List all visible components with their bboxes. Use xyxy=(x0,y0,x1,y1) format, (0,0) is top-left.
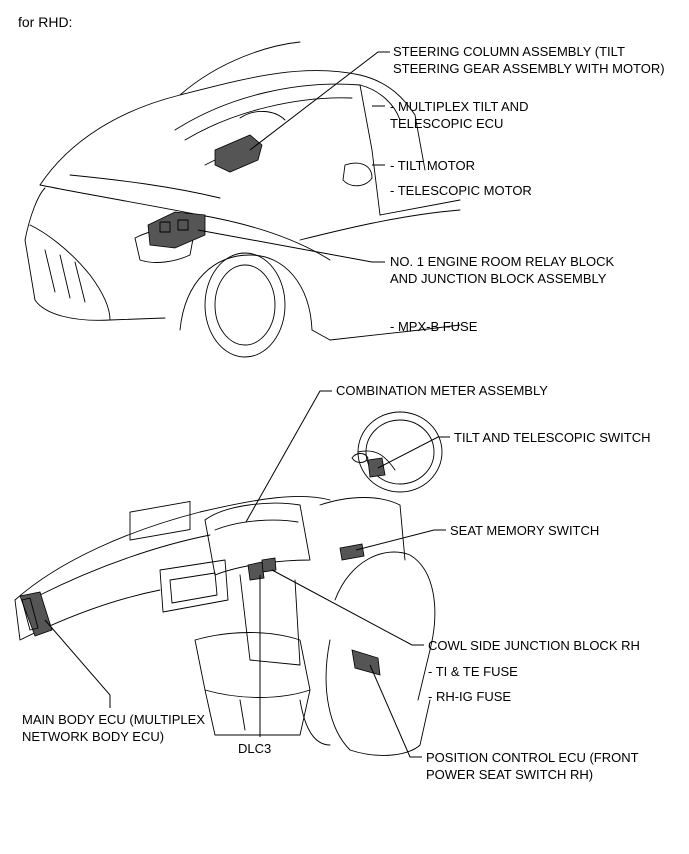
label-ti-te-fuse: - TI & TE FUSE xyxy=(428,664,518,679)
label-telescopic-motor: - TELESCOPIC MOTOR xyxy=(390,183,532,198)
label-main-body-ecu: MAIN BODY ECU (MULTIPLEX NETWORK BODY EC… xyxy=(22,712,205,744)
label-multiplex-ecu: - MULTIPLEX TILT AND TELESCOPIC ECU xyxy=(390,99,529,131)
leader-lines xyxy=(44,51,450,758)
interior-drawing xyxy=(14,411,443,756)
diagram-heading: for RHD: xyxy=(18,14,73,30)
label-combination-meter: COMBINATION METER ASSEMBLY xyxy=(336,383,548,398)
label-relay-block: NO. 1 ENGINE ROOM RELAY BLOCK AND JUNCTI… xyxy=(390,254,615,286)
label-mpx-fuse: - MPX-B FUSE xyxy=(390,319,478,334)
label-seat-memory: SEAT MEMORY SWITCH xyxy=(450,523,600,538)
car-exterior-drawing xyxy=(24,41,461,358)
label-steering-column: STEERING COLUMN ASSEMBLY (TILT STEERING … xyxy=(393,44,665,76)
label-position-ecu: POSITION CONTROL ECU (FRONT POWER SEAT S… xyxy=(426,750,639,782)
label-cowl-junction: COWL SIDE JUNCTION BLOCK RH xyxy=(428,638,640,653)
label-dlc3: DLC3 xyxy=(238,741,272,756)
label-tilt-switch: TILT AND TELESCOPIC SWITCH xyxy=(454,430,651,445)
label-rh-ig-fuse: - RH-IG FUSE xyxy=(428,689,512,704)
label-tilt-motor: - TILT MOTOR xyxy=(390,158,475,173)
